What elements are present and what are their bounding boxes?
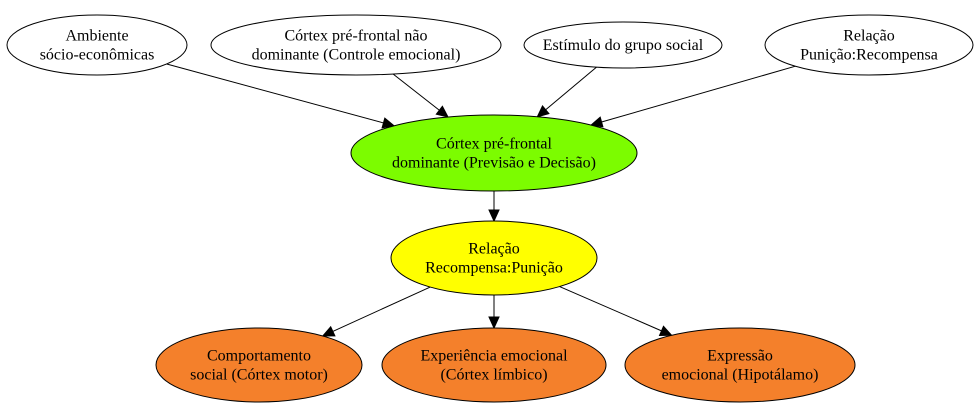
edge-line [166, 63, 384, 124]
node-label: social (Córtex motor) [190, 367, 328, 384]
node-ellipse [350, 114, 638, 192]
node-label: Relação [468, 241, 520, 258]
node-ellipse [523, 21, 723, 69]
node-label: Ambiente [65, 28, 128, 45]
edge-relacao-recompensa-to-expressao [559, 286, 673, 337]
node-label: Córtex pré-frontal [436, 136, 553, 153]
edge-estimulo-to-cortex-dominante [536, 66, 597, 118]
node-ellipse [624, 327, 856, 403]
node-label: Estímulo do grupo social [543, 37, 704, 54]
node-label: Relação [843, 28, 895, 45]
node-label: (Córtex límbico) [440, 367, 547, 384]
node-label: Recompensa:Punição [425, 260, 563, 277]
node-cortex-nao-dominante: Córtex pré-frontal não dominante (Control… [210, 14, 502, 76]
arrow-head-icon [488, 209, 500, 223]
node-experiencia: Experiência emocional (Córtex límbico) [381, 327, 607, 403]
node-label: Comportamento [207, 348, 311, 365]
node-ellipse [764, 14, 974, 76]
node-label: Expressão [707, 348, 773, 365]
node-label: Punição:Recompensa [800, 47, 938, 64]
edge-line [559, 286, 662, 332]
arrow-head-icon [658, 325, 673, 337]
arrow-head-icon [488, 316, 500, 330]
arrow-head-icon [589, 116, 604, 128]
edge-relacao-recompensa-to-experiencia [488, 295, 500, 330]
arrow-head-icon [321, 325, 336, 337]
node-cortex-dominante: Córtex pré-frontal dominante (Previsão e … [350, 114, 638, 192]
edge-cortex-nao-dominante-to-cortex-dominante [392, 73, 449, 118]
edge-line [601, 65, 796, 123]
arrow-head-icon [381, 117, 396, 129]
node-ellipse [381, 327, 607, 403]
node-ambiente: Ambiente sócio-econômicas [6, 14, 188, 76]
node-label: dominante (Controle emocional) [252, 47, 461, 64]
edge-relacao-punicao-to-cortex-dominante [589, 65, 796, 128]
edge-cortex-dominante-to-relacao-recompensa [488, 191, 500, 223]
edge-line [332, 286, 431, 332]
node-ellipse [155, 327, 363, 403]
node-label: emocional (Hipotálamo) [662, 367, 819, 384]
node-ellipse [210, 14, 502, 76]
edge-relacao-recompensa-to-comportamento [321, 286, 431, 337]
arrow-head-icon [435, 105, 449, 118]
node-comportamento: Comportamento social (Córtex motor) [155, 327, 363, 403]
edge-line [392, 73, 440, 111]
node-expressao: Expressão emocional (Hipotálamo) [624, 327, 856, 403]
node-label: Experiência emocional [420, 348, 568, 365]
edge-ambiente-to-cortex-dominante [166, 63, 396, 129]
node-label: dominante (Previsão e Decisão) [392, 155, 596, 172]
node-label: Córtex pré-frontal não [284, 28, 427, 45]
edge-line [545, 66, 597, 111]
node-label: sócio-econômicas [40, 47, 155, 64]
node-ellipse [390, 220, 598, 296]
node-estimulo: Estímulo do grupo social [523, 21, 723, 69]
edges-layer [166, 63, 796, 337]
arrow-head-icon [536, 104, 550, 118]
node-ellipse [6, 14, 188, 76]
